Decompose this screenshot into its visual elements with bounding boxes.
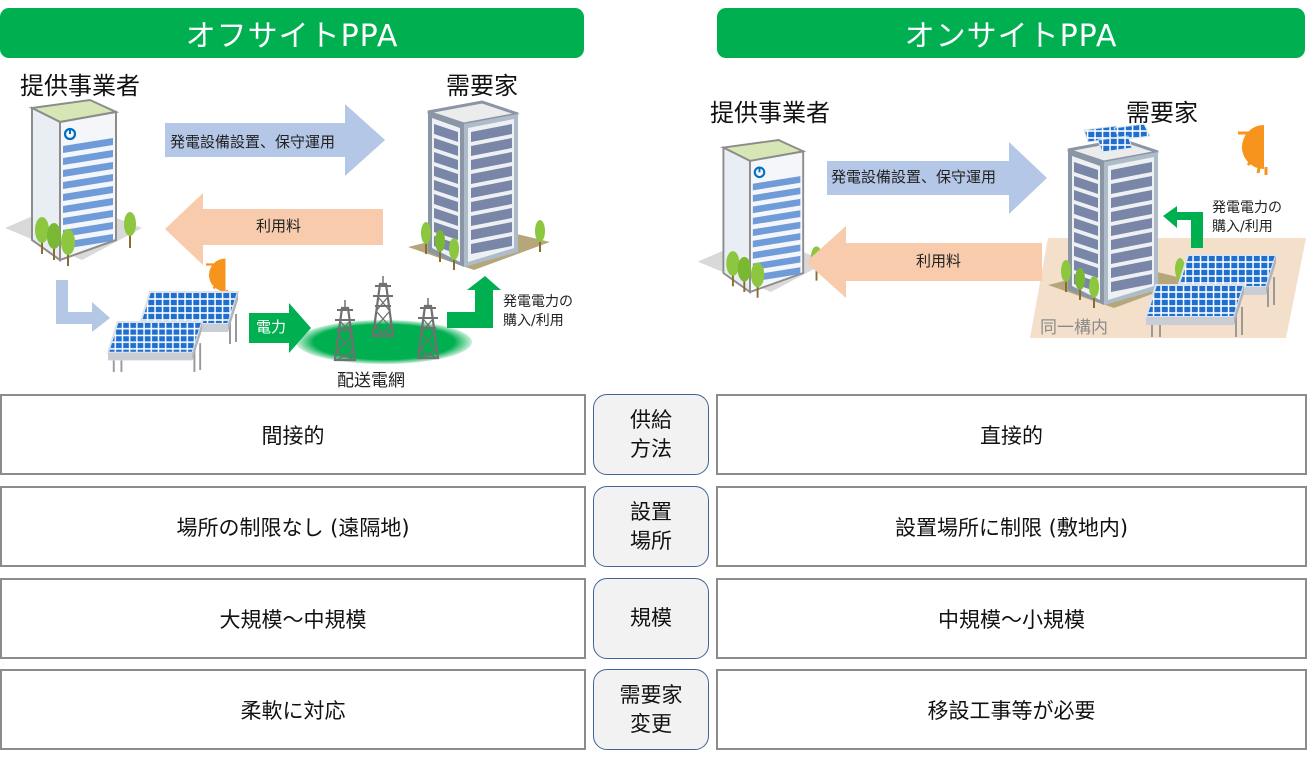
offsite-purchase-arrow-icon	[447, 276, 501, 328]
onsite-sun-icon	[1236, 123, 1268, 177]
onsite-purchase-label-line1: 発電電力の	[1212, 200, 1282, 216]
offsite-power-arrow-label: 電力	[256, 318, 287, 336]
offsite-fee-arrow-icon	[165, 193, 383, 265]
onsite-consumer-label: 需要家	[1126, 99, 1198, 127]
category-label: 需要家 変更	[593, 669, 709, 750]
category-label-text: 設置 場所	[630, 499, 672, 553]
onsite-fee-arrow-label: 利用料	[916, 252, 962, 270]
offsite-service-arrow-label: 発電設備設置、保守運用	[170, 133, 336, 151]
offsite-grid-label: 配送電網	[337, 371, 405, 391]
onsite-cell-text: 設置場所に制限 (敷地内)	[894, 515, 1129, 540]
onsite-cell: 中規模～小規模	[716, 578, 1307, 659]
onsite-cell: 移設工事等が必要	[716, 669, 1307, 750]
onsite-cell: 直接的	[716, 394, 1307, 475]
onsite-cell: 設置場所に制限 (敷地内)	[716, 486, 1307, 567]
category-label: 供給 方法	[593, 394, 709, 475]
offsite-solar-panel-front-icon	[107, 321, 204, 373]
onsite-fee-arrow-icon	[806, 226, 1042, 298]
onsite-title-banner: オンサイトPPA	[717, 8, 1305, 58]
offsite-cell: 柔軟に対応	[0, 669, 586, 750]
offsite-provider-building-icon	[3, 98, 144, 268]
offsite-title: オフサイトPPA	[185, 19, 399, 54]
offsite-power-arrow-icon	[249, 303, 311, 353]
offsite-cell: 間接的	[0, 394, 586, 475]
onsite-purchase-arrow-icon	[1163, 206, 1203, 248]
offsite-fee-arrow-label: 利用料	[256, 217, 302, 235]
category-label: 規模	[593, 578, 709, 659]
onsite-premises-label: 同一構内	[1040, 318, 1108, 338]
offsite-service-arrow-icon	[165, 104, 385, 176]
offsite-consumer-label: 需要家	[446, 72, 518, 100]
onsite-service-arrow-icon	[827, 142, 1047, 214]
onsite-service-arrow-label: 発電設備設置、保守運用	[831, 168, 997, 186]
transmission-tower-icon	[371, 274, 395, 338]
offsite-install-arrow-icon	[56, 280, 110, 332]
offsite-purchase-label-line2: 購入/利用	[503, 313, 564, 329]
category-label-text: 供給 方法	[630, 407, 672, 461]
category-label-text: 規模	[630, 606, 672, 630]
onsite-provider-label: 提供事業者	[710, 99, 830, 127]
onsite-solar-panel-front-icon	[1145, 284, 1245, 338]
offsite-cell-text: 大規模～中規模	[219, 607, 367, 632]
onsite-cell-text: 直接的	[980, 423, 1043, 448]
offsite-cell-text: 間接的	[261, 423, 325, 448]
offsite-consumer-building-icon	[406, 100, 552, 272]
offsite-cell: 大規模～中規模	[0, 578, 586, 659]
onsite-purchase-label-line2: 購入/利用	[1212, 219, 1273, 235]
onsite-cell-text: 移設工事等が必要	[927, 698, 1096, 723]
onsite-roof-solar-panel-icon	[1083, 123, 1151, 153]
offsite-title-banner: オフサイトPPA	[0, 8, 584, 58]
offsite-cell: 場所の制限なし (遠隔地)	[0, 486, 586, 567]
transmission-tower-icon	[333, 298, 357, 362]
onsite-purchase-label: 発電電力の 購入/利用	[1212, 199, 1282, 237]
offsite-cell-text: 場所の制限なし (遠隔地)	[176, 515, 410, 540]
onsite-cell-text: 中規模～小規模	[938, 607, 1085, 632]
offsite-purchase-label: 発電電力の 購入/利用	[503, 293, 573, 331]
onsite-title: オンサイトPPA	[904, 19, 1118, 54]
offsite-purchase-label-line1: 発電電力の	[503, 294, 573, 310]
offsite-cell-text: 柔軟に対応	[240, 698, 346, 723]
offsite-provider-label: 提供事業者	[20, 72, 140, 100]
transmission-tower-icon	[416, 296, 440, 360]
category-label-text: 需要家 変更	[619, 682, 683, 736]
category-label: 設置 場所	[593, 486, 709, 567]
